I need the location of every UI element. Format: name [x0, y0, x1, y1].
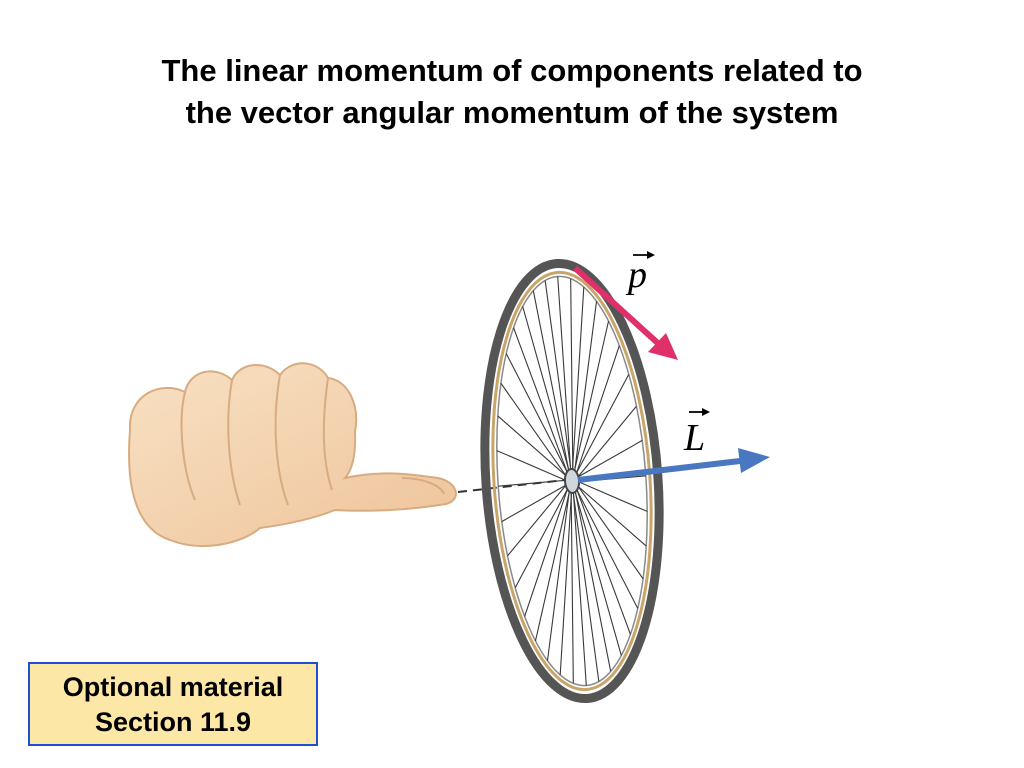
- wheel-spoke: [501, 483, 568, 523]
- wheel-spoke: [513, 327, 569, 475]
- wheel-spoke: [559, 490, 573, 675]
- title-line-1: The linear momentum of components relate…: [161, 53, 863, 88]
- wheel-spoke: [573, 320, 610, 473]
- slide-title: The linear momentum of components relate…: [0, 50, 1024, 134]
- wheel-spoke: [576, 439, 643, 479]
- wheel-spoke: [505, 353, 569, 475]
- wheel-spoke: [574, 489, 612, 672]
- label-L: L: [683, 408, 710, 459]
- wheel-spoke: [514, 487, 569, 588]
- wheel-spoke: [497, 415, 568, 478]
- wheel-spoke: [496, 450, 568, 482]
- wheel-spoke: [498, 479, 567, 487]
- L-vector-bar-head: [702, 408, 710, 416]
- wheel-spoke: [571, 287, 585, 472]
- label-p: p: [625, 251, 655, 296]
- finger-crease-2: [227, 379, 241, 506]
- L-arrow-head: [738, 448, 770, 473]
- wheel-spoke: [532, 290, 570, 473]
- hand-illustration: [128, 362, 457, 547]
- wheel-spoke: [576, 480, 648, 512]
- wheel-spoke: [522, 306, 570, 473]
- wheel-spoke: [575, 487, 631, 635]
- bicycle-wheel: [480, 258, 664, 704]
- wheel-spoke: [575, 374, 630, 475]
- wheel-spoke: [575, 345, 620, 476]
- optional-material-box: Optional material Section 11.9: [28, 662, 318, 746]
- L-arrow-shaft: [577, 458, 741, 483]
- note-line-1: Optional material: [62, 672, 284, 702]
- wheel-hub: [563, 468, 581, 494]
- finger-crease-1: [180, 391, 196, 501]
- p-arrow-shaft: [572, 265, 664, 349]
- L-label-text: L: [683, 417, 705, 459]
- hand-palm: [128, 362, 457, 547]
- wheel-spoke: [575, 487, 639, 609]
- p-arrow-head: [648, 333, 678, 360]
- wheel-spoke: [573, 301, 598, 473]
- p-label-text: p: [625, 254, 647, 296]
- linear-momentum-arrow: [572, 265, 678, 360]
- rotation-axis-dashed: [457, 479, 566, 493]
- wheel-spoke: [544, 280, 572, 472]
- thumb-nail: [401, 477, 445, 495]
- wheel-rim: [491, 270, 653, 692]
- wheel-spoke: [576, 405, 637, 479]
- wheel-spoke: [507, 483, 568, 557]
- wheel-spoke: [576, 484, 644, 580]
- wheel-spoke: [570, 278, 574, 472]
- wheel-spoke: [574, 489, 622, 656]
- finger-crease-3: [274, 374, 289, 506]
- wheel-spoke: [534, 489, 571, 642]
- p-vector-bar-head: [647, 251, 655, 259]
- wheel-tire: [480, 258, 664, 704]
- note-line-2: Section 11.9: [94, 707, 252, 737]
- finger-crease-4: [322, 377, 333, 491]
- wheel-spoke: [500, 382, 568, 478]
- wheel-spoke: [576, 484, 647, 547]
- wheel-spoke: [572, 490, 587, 686]
- wheel-spoke: [570, 490, 574, 684]
- wheel-spoke: [546, 489, 571, 661]
- title-line-2: the vector angular momentum of the syste…: [185, 95, 839, 130]
- wheel-spoke: [572, 490, 600, 682]
- wheel-spoke: [524, 486, 569, 617]
- angular-momentum-arrow: [577, 448, 770, 483]
- wheel-spoke: [557, 276, 572, 472]
